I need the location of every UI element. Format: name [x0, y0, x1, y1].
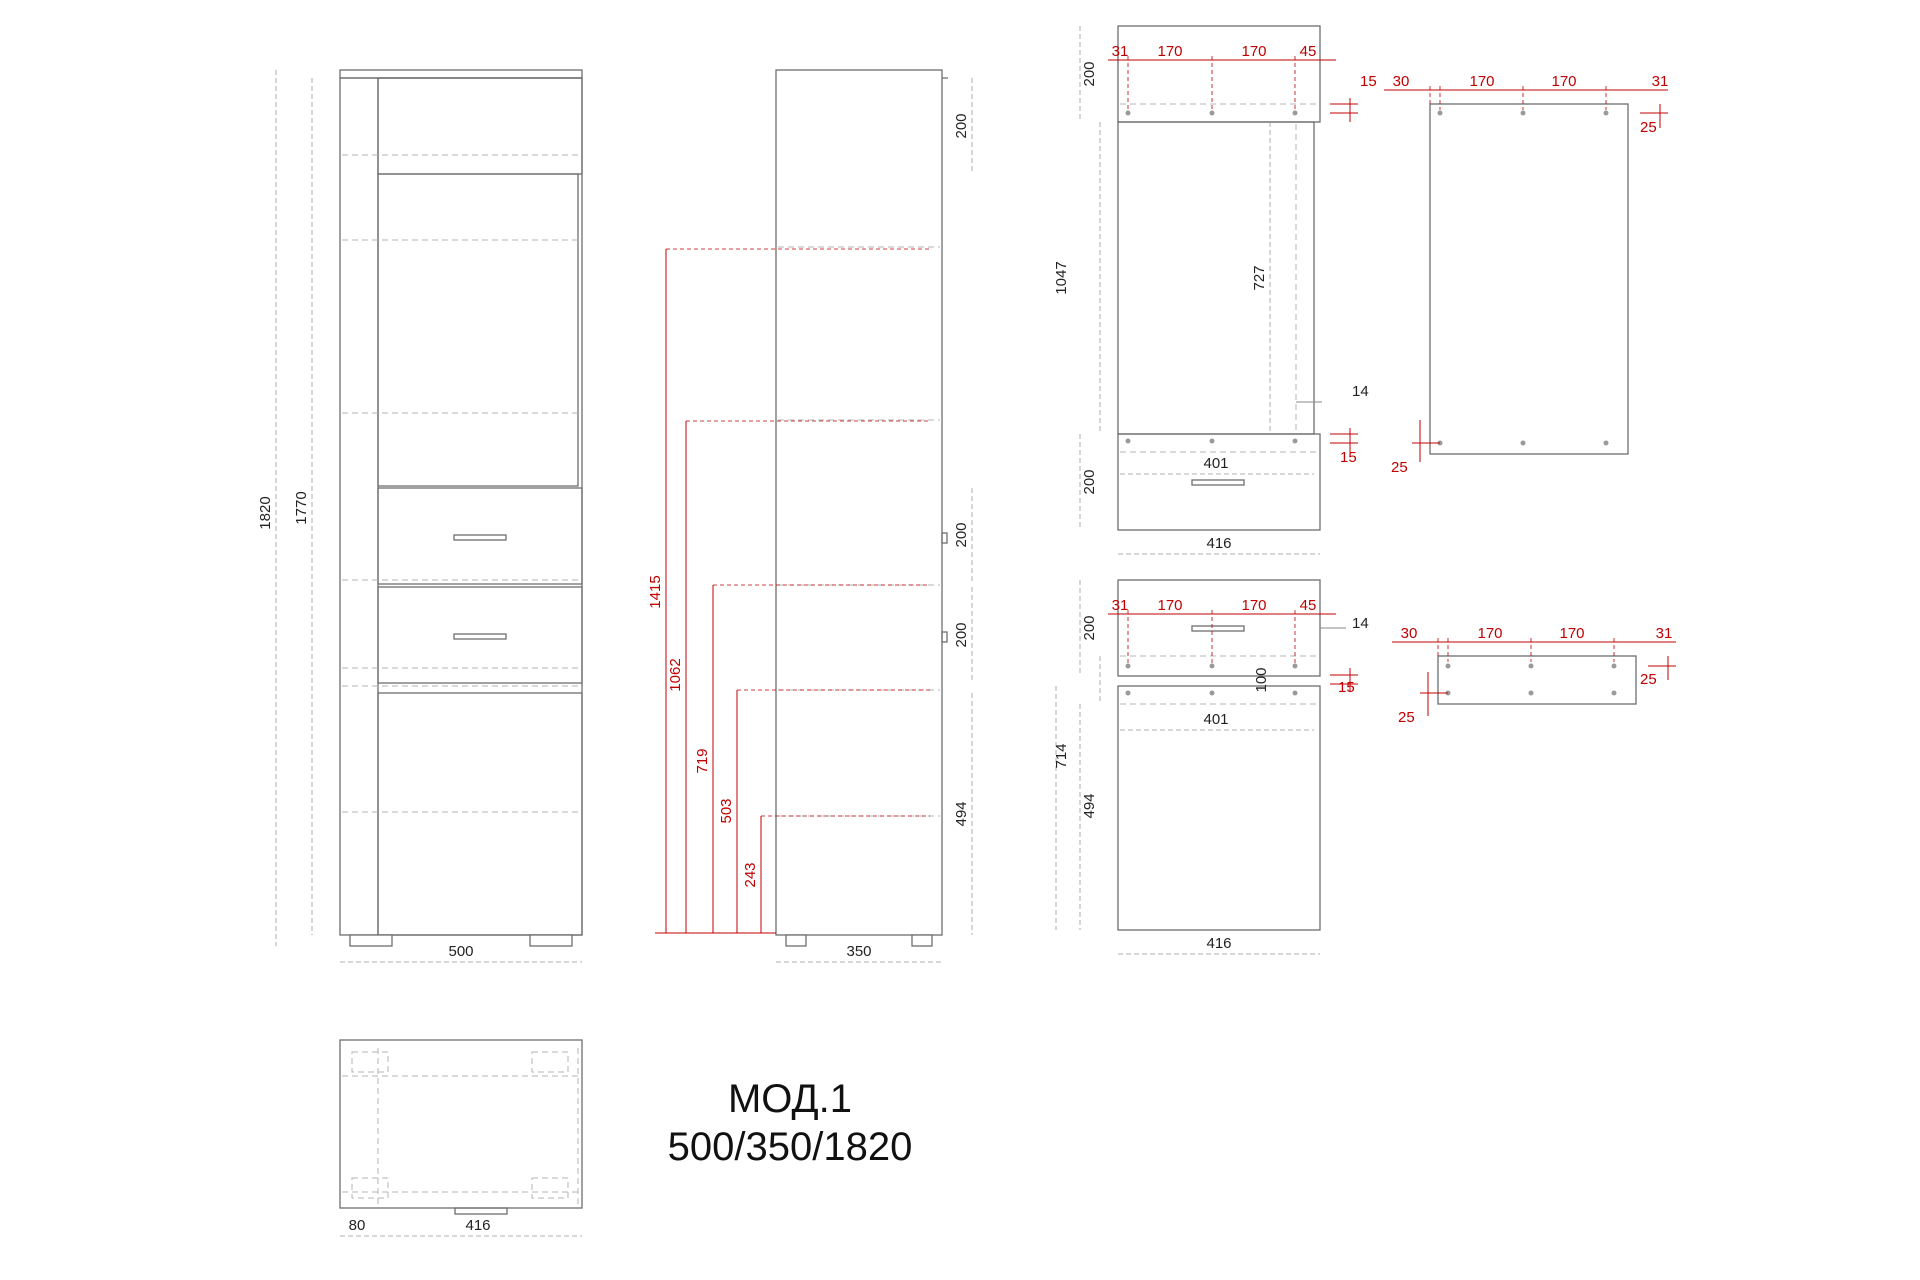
detail-b-side-top-1: 30	[1401, 625, 1418, 642]
detail-a-width: 416	[1206, 535, 1231, 552]
detail-b-side-2: 15	[1338, 679, 1355, 696]
detail-a-top-3: 170	[1241, 43, 1266, 60]
detail-a-top-2: 170	[1157, 43, 1182, 60]
front-glass-door	[377, 173, 579, 487]
detail-a-bottom-panel	[1117, 433, 1321, 531]
front-drawer-2	[377, 586, 583, 684]
dim-front-height-body: 1770	[293, 491, 310, 524]
detail-b-top-4: 45	[1300, 597, 1317, 614]
detail-a-inner-width: 401	[1203, 455, 1228, 472]
detail-b-side-top-2: 170	[1477, 625, 1502, 642]
detail-a: 31 170 170 45 15 14 15 200 1047 727 200 …	[1053, 25, 1377, 555]
detail-a-side-top-4: 31	[1652, 73, 1669, 90]
shelf-height-1: 1415	[647, 575, 664, 608]
detail-b-side-1: 14	[1352, 615, 1369, 632]
detail-b-inner-width: 401	[1203, 711, 1228, 728]
plan-foot-3	[351, 1177, 389, 1199]
front-bottom-door	[377, 692, 583, 936]
plan-foot-1	[351, 1051, 389, 1073]
detail-a-side-1: 15	[1360, 73, 1377, 90]
detail-a-handle	[1191, 479, 1245, 486]
side-dim-4: 494	[953, 801, 970, 826]
detail-a-door	[1117, 121, 1315, 435]
front-drawer-1	[377, 487, 583, 585]
detail-b-height-2: 100	[1253, 667, 1270, 692]
model-dimensions: 500/350/1820	[668, 1125, 913, 1169]
plan-dim-left: 80	[349, 1217, 366, 1234]
drawer-handle-2	[453, 633, 507, 640]
shelf-height-3: 719	[694, 748, 711, 773]
top-view: 80 416	[339, 1039, 583, 1237]
detail-a-height-3: 727	[1251, 265, 1268, 290]
shelf-height-4: 503	[718, 798, 735, 823]
detail-a-side-top-3: 170	[1551, 73, 1576, 90]
detail-b-width: 416	[1206, 935, 1231, 952]
detail-b-side-top-4: 31	[1656, 625, 1673, 642]
dim-front-height-total: 1820	[257, 496, 274, 529]
plan-outline	[339, 1039, 583, 1209]
front-leg-left	[349, 934, 393, 947]
detail-b-side-rect	[1437, 655, 1637, 705]
detail-b-height-4: 494	[1081, 793, 1098, 818]
detail-b-side-top-3: 170	[1559, 625, 1584, 642]
detail-a-side-mark-2: 25	[1391, 459, 1408, 476]
detail-b-side-panel: 30 170 170 31 25 25	[1392, 625, 1676, 726]
front-body	[339, 77, 583, 936]
plan-dim-inner: 416	[465, 1217, 490, 1234]
drawer-handle-1	[453, 534, 507, 541]
detail-a-height-2: 1047	[1053, 261, 1070, 294]
detail-a-side-top-1: 30	[1393, 73, 1410, 90]
detail-a-height-4: 200	[1081, 469, 1098, 494]
side-view: 1415 1062 719 503 243 200 200 200 494 35…	[647, 69, 973, 963]
detail-b-top-1: 31	[1112, 597, 1129, 614]
detail-b-handle	[1191, 625, 1245, 632]
front-leg-right	[529, 934, 573, 947]
model-name: МОД.1	[728, 1077, 852, 1121]
detail-a-side-top-2: 170	[1469, 73, 1494, 90]
detail-a-side-3: 15	[1340, 449, 1357, 466]
detail-b-top-panel	[1117, 579, 1321, 677]
side-leg-right	[911, 934, 933, 947]
side-hinge-2	[941, 631, 948, 643]
front-view: 1820 1770 500	[257, 69, 583, 963]
side-body	[775, 69, 943, 936]
detail-a-side-2: 14	[1352, 383, 1369, 400]
side-dim-2: 200	[953, 522, 970, 547]
detail-a-side-panel: 30 170 170 31 25 25	[1384, 73, 1668, 476]
detail-b-height-3: 714	[1053, 743, 1070, 768]
detail-a-top-4: 45	[1300, 43, 1317, 60]
plan-foot-4	[531, 1177, 569, 1199]
shelf-height-2: 1062	[667, 658, 684, 691]
detail-b-door	[1117, 685, 1321, 931]
detail-a-height-1: 200	[1081, 61, 1098, 86]
detail-a-holes	[1125, 110, 1298, 444]
detail-b: 31 170 170 45 14 15 200 100 714 494 401 …	[1053, 579, 1369, 955]
dim-side-width: 350	[846, 943, 871, 960]
detail-b-side-mark-1: 25	[1640, 671, 1657, 688]
detail-a-top-1: 31	[1112, 43, 1129, 60]
side-dim-1: 200	[953, 113, 970, 138]
detail-a-top-panel	[1117, 25, 1321, 123]
side-leg-left	[785, 934, 807, 947]
dim-front-width: 500	[448, 943, 473, 960]
detail-b-holes	[1125, 663, 1298, 696]
shelf-height-dims: 1415 1062 719 503 243	[647, 248, 930, 934]
front-top-cell	[377, 77, 583, 175]
detail-a-side-rect	[1429, 103, 1629, 455]
detail-b-side-mark-2: 25	[1398, 709, 1415, 726]
detail-b-top-3: 170	[1241, 597, 1266, 614]
detail-b-top-2: 170	[1157, 597, 1182, 614]
side-hinge-1	[941, 532, 948, 544]
detail-b-height-1: 200	[1081, 615, 1098, 640]
front-top-panel	[339, 69, 583, 79]
side-dim-3: 200	[953, 622, 970, 647]
plan-foot-2	[531, 1051, 569, 1073]
plan-handle	[454, 1207, 508, 1215]
detail-a-side-mark-1: 25	[1640, 119, 1657, 136]
shelf-height-5: 243	[742, 862, 759, 887]
